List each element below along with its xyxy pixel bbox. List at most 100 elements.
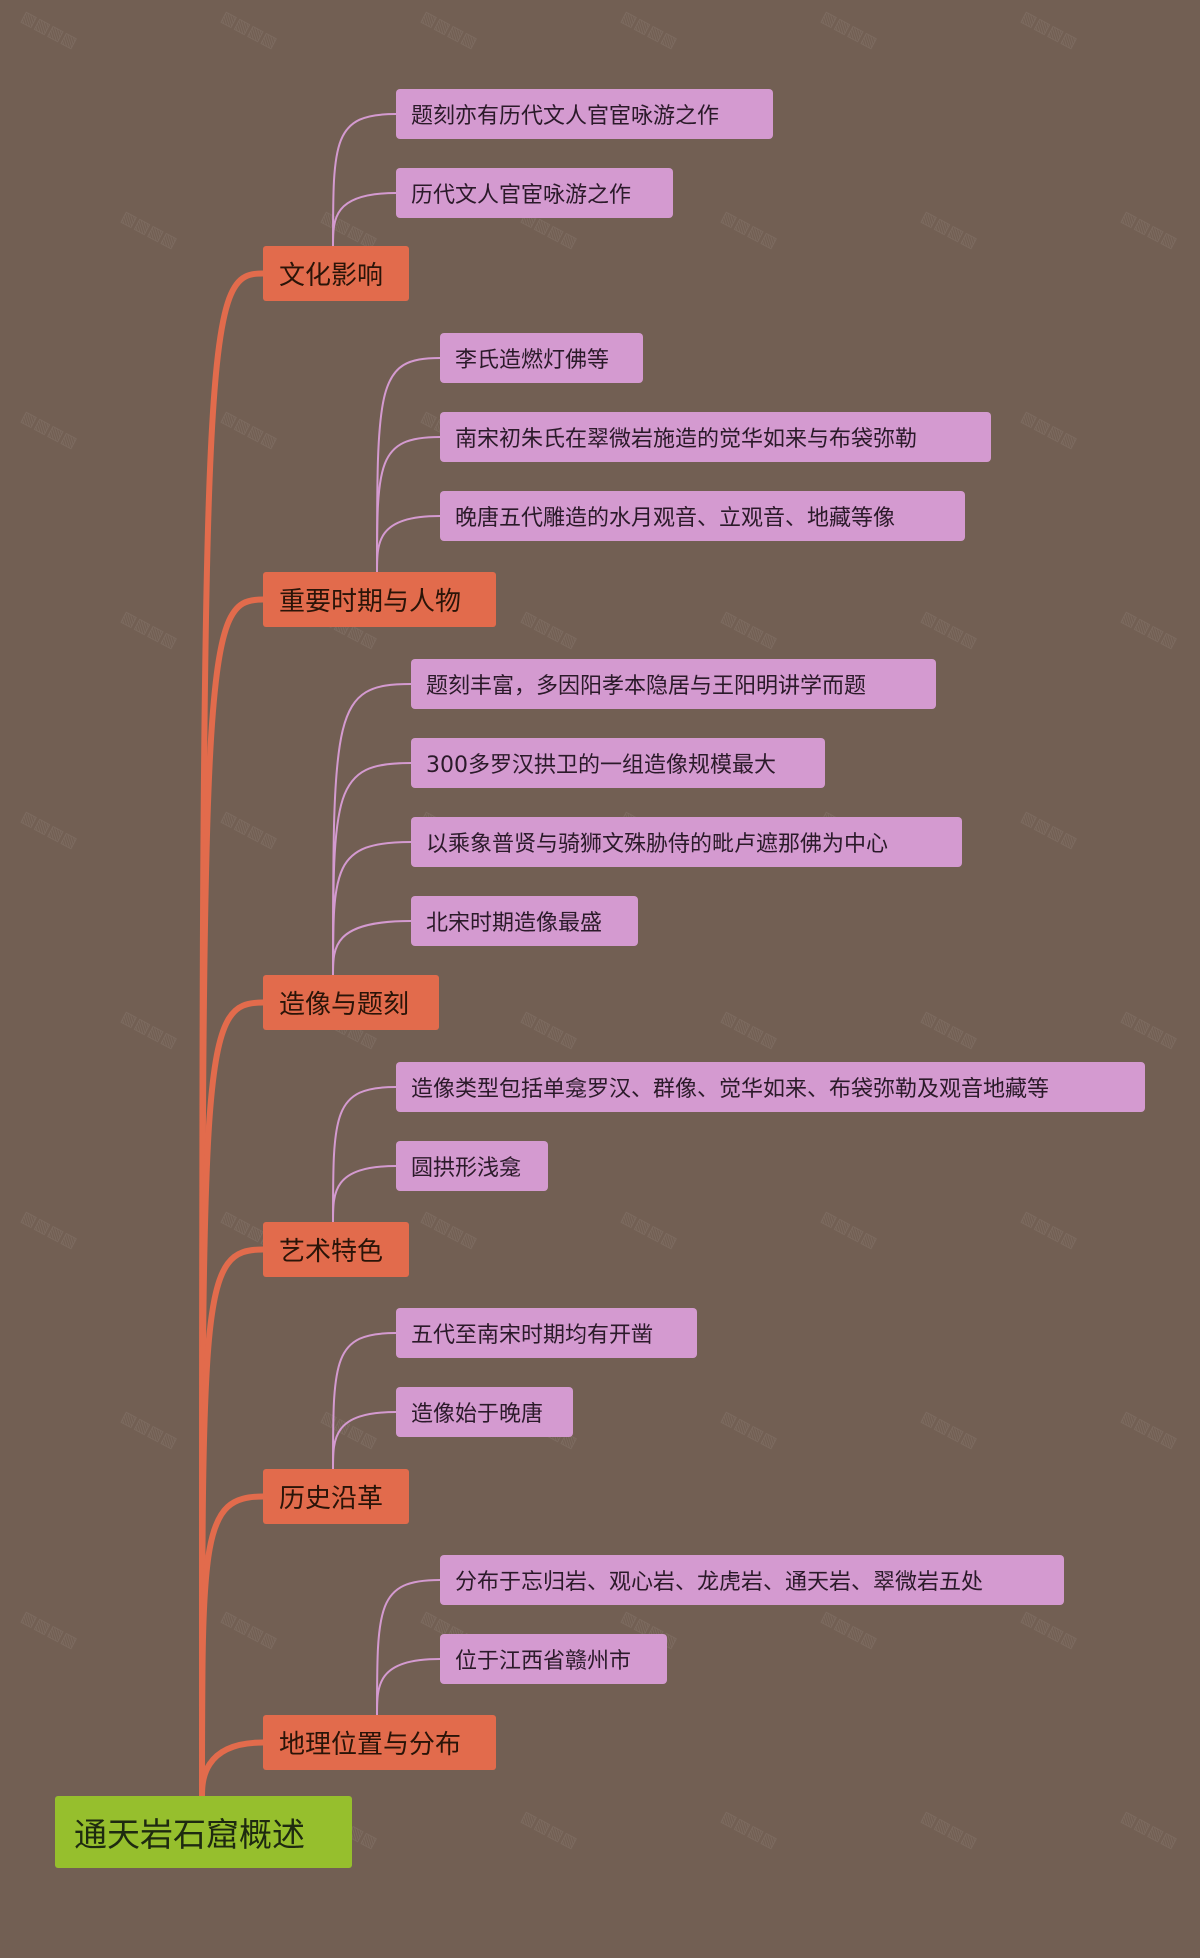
leaf-label: 晚唐五代雕造的水月观音、立观音、地藏等像 (455, 506, 896, 531)
leaf-node[interactable]: 位于江西省赣州市 (440, 1634, 667, 1684)
leaf-connector (332, 192, 397, 247)
watermark-mark: ▧▧▧▧ (1018, 1607, 1080, 1652)
watermark-mark: ▧▧▧▧ (118, 1007, 180, 1052)
watermark-mark: ▧▧▧▧ (1118, 207, 1180, 252)
root-label: 通天岩石窟概述 (74, 1815, 305, 1854)
watermark-mark: ▧▧▧▧ (818, 1207, 880, 1252)
leaf-label: 题刻亦有历代文人官宦咏游之作 (411, 104, 720, 129)
leaf-connector (332, 920, 412, 976)
watermark-mark: ▧▧▧▧ (118, 1407, 180, 1452)
leaf-node[interactable]: 300多罗汉拱卫的一组造像规模最大 (411, 738, 825, 788)
watermark-mark: ▧▧▧▧ (718, 1407, 780, 1452)
leaf-connector (332, 1332, 397, 1470)
leaf-node[interactable]: 历代文人官宦咏游之作 (396, 168, 673, 218)
leaf-connector (376, 436, 441, 573)
watermark-mark: ▧▧▧▧ (1118, 1807, 1180, 1852)
leaf-label: 历代文人官宦咏游之作 (411, 183, 632, 208)
watermark-mark: ▧▧▧▧ (218, 807, 280, 852)
leaf-label: 以乘象普贤与骑狮文殊胁侍的毗卢遮那佛为中心 (426, 832, 889, 857)
watermark-mark: ▧▧▧▧ (418, 1207, 480, 1252)
leaf-connector (376, 1658, 441, 1716)
leaf-connector (332, 1411, 397, 1470)
watermark-mark: ▧▧▧▧ (718, 1007, 780, 1052)
branch-cultural-influence[interactable]: 文化影响 (263, 246, 409, 301)
branch-label: 历史沿革 (279, 1484, 384, 1514)
watermark-mark: ▧▧▧▧ (518, 607, 580, 652)
trunk-connector (199, 270, 266, 1799)
watermark-mark: ▧▧▧▧ (218, 407, 280, 452)
leaf-node[interactable]: 五代至南宋时期均有开凿 (396, 1308, 697, 1358)
branch-history[interactable]: 历史沿革 (263, 1469, 409, 1524)
leaf-label: 题刻丰富，多因阳孝本隐居与王阳明讲学而题 (426, 674, 867, 699)
leaf-node[interactable]: 北宋时期造像最盛 (411, 896, 638, 946)
watermark-mark: ▧▧▧▧ (918, 1007, 980, 1052)
leaf-node[interactable]: 题刻丰富，多因阳孝本隐居与王阳明讲学而题 (411, 659, 936, 709)
watermark-mark: ▧▧▧▧ (1018, 807, 1080, 852)
branch-artistic-features[interactable]: 艺术特色 (263, 1222, 409, 1277)
leaf-label: 圆拱形浅龛 (411, 1156, 522, 1181)
leaf-node[interactable]: 李氏造燃灯佛等 (440, 333, 643, 383)
watermark-mark: ▧▧▧▧ (818, 7, 880, 52)
trunk-connector (199, 1493, 266, 1799)
watermark-mark: ▧▧▧▧ (1018, 407, 1080, 452)
watermark-mark: ▧▧▧▧ (718, 607, 780, 652)
branch-important-periods[interactable]: 重要时期与人物 (263, 572, 496, 627)
leaf-node[interactable]: 以乘象普贤与骑狮文殊胁侍的毗卢遮那佛为中心 (411, 817, 962, 867)
watermark-mark: ▧▧▧▧ (1118, 1407, 1180, 1452)
watermark-mark: ▧▧▧▧ (18, 1607, 80, 1652)
leaf-connector (376, 357, 441, 573)
leaf-label: 李氏造燃灯佛等 (455, 348, 610, 373)
leaf-connector (376, 515, 441, 573)
watermark-mark: ▧▧▧▧ (1018, 7, 1080, 52)
watermark-mark: ▧▧▧▧ (18, 1207, 80, 1252)
watermark-mark: ▧▧▧▧ (1118, 1007, 1180, 1052)
watermark-mark: ▧▧▧▧ (418, 7, 480, 52)
branch-label: 重要时期与人物 (279, 587, 462, 617)
leaf-label: 南宋初朱氏在翠微岩施造的觉华如来与布袋弥勒 (455, 427, 918, 452)
leaf-label: 300多罗汉拱卫的一组造像规模最大 (426, 753, 776, 778)
watermark-mark: ▧▧▧▧ (518, 1807, 580, 1852)
leaf-node[interactable]: 分布于忘归岩、观心岩、龙虎岩、通天岩、翠微岩五处 (440, 1555, 1064, 1605)
branch-label: 造像与题刻 (279, 990, 410, 1020)
watermark-mark: ▧▧▧▧ (18, 7, 80, 52)
leaf-label: 分布于忘归岩、观心岩、龙虎岩、通天岩、翠微岩五处 (455, 1570, 984, 1595)
watermark-mark: ▧▧▧▧ (918, 607, 980, 652)
leaf-node[interactable]: 南宋初朱氏在翠微岩施造的觉华如来与布袋弥勒 (440, 412, 991, 462)
leaf-connector (332, 113, 397, 247)
root-node[interactable]: 通天岩石窟概述 (55, 1796, 352, 1868)
watermark-mark: ▧▧▧▧ (1118, 607, 1180, 652)
watermark-mark: ▧▧▧▧ (118, 607, 180, 652)
leaf-connector (332, 683, 412, 976)
leaf-node[interactable]: 造像始于晚唐 (396, 1387, 573, 1437)
watermark-mark: ▧▧▧▧ (918, 1807, 980, 1852)
watermark-mark: ▧▧▧▧ (818, 1607, 880, 1652)
branch-label: 地理位置与分布 (279, 1730, 462, 1760)
leaf-node[interactable]: 晚唐五代雕造的水月观音、立观音、地藏等像 (440, 491, 965, 541)
leaf-connector (376, 1579, 441, 1716)
leaf-node[interactable]: 圆拱形浅龛 (396, 1141, 548, 1191)
watermark-mark: ▧▧▧▧ (18, 807, 80, 852)
leaf-node[interactable]: 造像类型包括单龛罗汉、群像、觉华如来、布袋弥勒及观音地藏等 (396, 1062, 1145, 1112)
trunk-connector (199, 1739, 266, 1799)
watermark-mark: ▧▧▧▧ (618, 7, 680, 52)
watermark-mark: ▧▧▧▧ (218, 1607, 280, 1652)
leaf-connector (332, 1165, 397, 1223)
watermark-mark: ▧▧▧▧ (218, 7, 280, 52)
branch-location-distribution[interactable]: 地理位置与分布 (263, 1715, 496, 1770)
leaf-node[interactable]: 题刻亦有历代文人官宦咏游之作 (396, 89, 773, 139)
trunk-connector (199, 1246, 266, 1799)
leaf-label: 造像始于晚唐 (411, 1402, 544, 1427)
trunk-connector (199, 999, 266, 1799)
watermark-mark: ▧▧▧▧ (1018, 1207, 1080, 1252)
watermark-mark: ▧▧▧▧ (518, 1007, 580, 1052)
leaf-connector (332, 1086, 397, 1223)
branch-label: 艺术特色 (279, 1237, 384, 1267)
watermark-mark: ▧▧▧▧ (618, 1207, 680, 1252)
leaf-label: 五代至南宋时期均有开凿 (411, 1323, 654, 1348)
leaf-label: 位于江西省赣州市 (455, 1649, 632, 1674)
branch-statues-inscriptions[interactable]: 造像与题刻 (263, 975, 439, 1030)
leaf-label: 造像类型包括单龛罗汉、群像、觉华如来、布袋弥勒及观音地藏等 (411, 1077, 1050, 1102)
leaf-connector (332, 762, 412, 976)
watermark-mark: ▧▧▧▧ (718, 207, 780, 252)
